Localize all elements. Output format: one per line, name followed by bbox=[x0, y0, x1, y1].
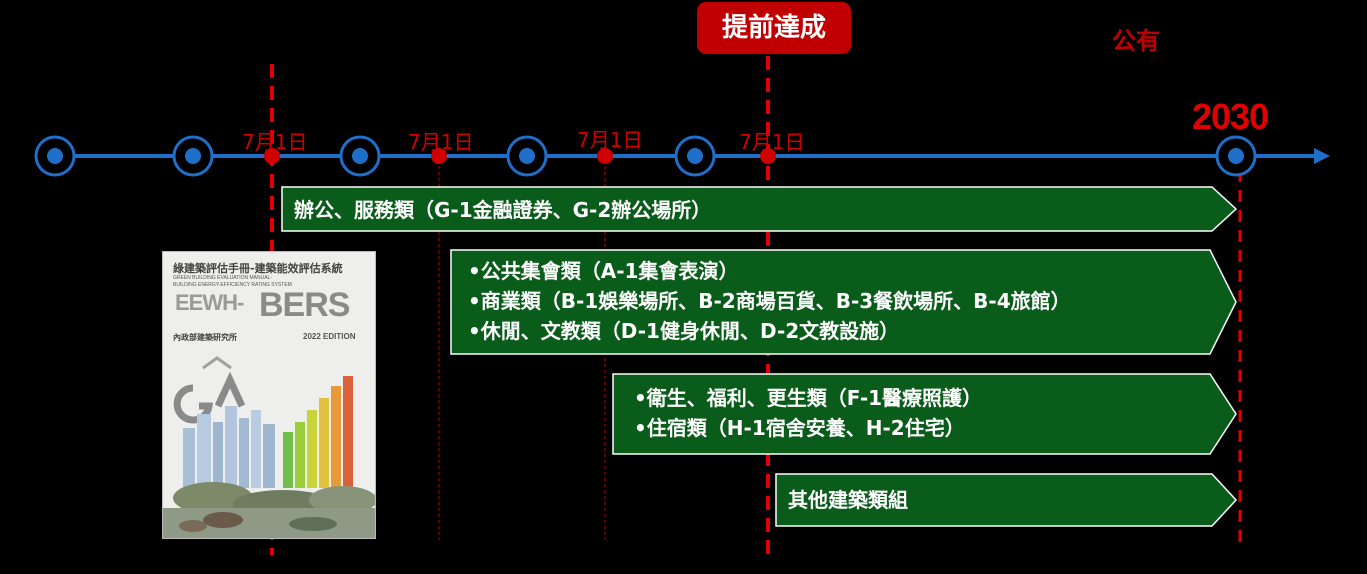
arrow-4-text: 其他建築類組 bbox=[788, 485, 908, 515]
category-arrow-3 bbox=[612, 373, 1237, 455]
timeline-node-2030 bbox=[1215, 135, 1257, 177]
date-label: 7月1日 bbox=[577, 128, 643, 152]
category-arrow-2 bbox=[450, 249, 1237, 355]
city-skyline-illustration bbox=[163, 356, 375, 538]
book-logo-bers: BERS bbox=[259, 286, 350, 324]
public-buildings-label: 公有 bbox=[1112, 27, 1160, 55]
date-marker bbox=[597, 148, 613, 164]
timeline-arrowhead bbox=[1314, 148, 1330, 164]
arrow-line: •公共集會類（A-1集會表演） bbox=[468, 259, 739, 283]
timeline-node bbox=[339, 135, 381, 177]
arrow-2-text: •公共集會類（A-1集會表演） •商業類（B-1娛樂場所、B-2商場百貨、B-3… bbox=[468, 256, 1071, 346]
date-marker bbox=[431, 148, 447, 164]
timeline-node bbox=[34, 135, 76, 177]
arrow-1-text: 辦公、服務類（G-1金融證券、G-2辦公場所） bbox=[294, 195, 711, 225]
arrow-line: 其他建築類組 bbox=[788, 488, 908, 512]
book-subtitle: BUILDING ENERGY-EFFICIENCY RATING SYSTEM bbox=[173, 282, 292, 288]
date-label: 7月1日 bbox=[739, 130, 805, 154]
book-title: 綠建築評估手冊-建築能效評估系統 bbox=[173, 262, 343, 275]
category-arrow-4 bbox=[775, 473, 1238, 527]
book-logo-eewh: EEWH- bbox=[175, 290, 244, 315]
date-marker bbox=[264, 148, 280, 164]
year-2030-label: 2030 bbox=[1192, 96, 1269, 137]
timeline-node bbox=[674, 135, 716, 177]
early-achievement-badge: 提前達成 bbox=[697, 2, 851, 54]
category-arrow-1 bbox=[281, 186, 1238, 232]
date-marker bbox=[760, 148, 776, 164]
book-publisher: 內政部建築研究所 bbox=[173, 333, 237, 342]
arrow-3-text: •衛生、福利、更生類（F-1醫療照護） •住宿類（H-1宿舍安養、H-2住宅） bbox=[634, 383, 982, 443]
date-label: 7月1日 bbox=[242, 130, 308, 154]
timeline-node bbox=[172, 135, 214, 177]
date-label: 7月1日 bbox=[408, 130, 474, 154]
arrow-line: •住宿類（H-1宿舍安養、H-2住宅） bbox=[634, 416, 965, 440]
arrow-line: •衛生、福利、更生類（F-1醫療照護） bbox=[634, 386, 983, 410]
arrow-line: •商業類（B-1娛樂場所、B-2商場百貨、B-3餐飲場所、B-4旅館） bbox=[468, 289, 1071, 313]
arrow-line: •休閒、文教類（D-1健身休閒、D-2文教設施） bbox=[468, 319, 900, 343]
timeline-node bbox=[506, 135, 548, 177]
arrow-line: 辦公、服務類（G-1金融證券、G-2辦公場所） bbox=[294, 198, 712, 222]
book-edition: 2022 EDITION bbox=[303, 332, 356, 341]
book-cover-image: 綠建築評估手冊-建築能效評估系統 GREEN BUILDING EVALUATI… bbox=[162, 251, 376, 539]
book-subtitle: GREEN BUILDING EVALUATION MANUAL- bbox=[173, 275, 272, 281]
